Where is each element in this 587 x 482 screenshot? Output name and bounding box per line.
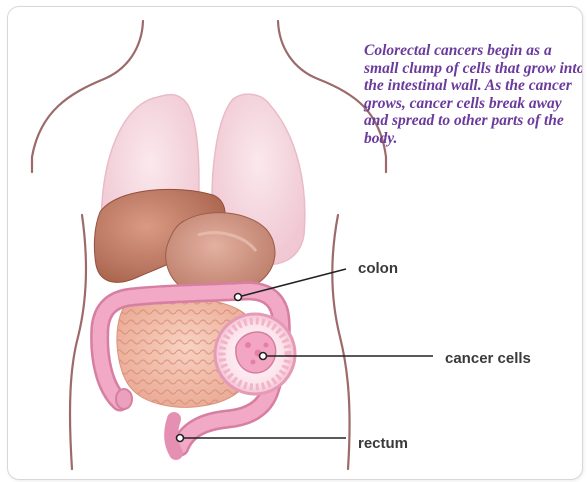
torso-left-line [70, 215, 86, 469]
colon-leader-dot [235, 294, 242, 301]
caption-text: Colorectal cancers begin as a small clum… [364, 42, 583, 147]
rectum-shape [171, 419, 176, 453]
rectum-leader-dot [177, 435, 184, 442]
appendix [116, 389, 132, 409]
tumor-magnifier [215, 314, 295, 394]
rectum-label: rectum [358, 435, 408, 452]
cancer-cells-leader-dot [260, 353, 267, 360]
torso-right-line [332, 215, 349, 469]
cancer-cells-label: cancer cells [445, 350, 531, 367]
colon-label: colon [358, 260, 398, 277]
diagram-card: Colorectal cancers begin as a small clum… [7, 6, 583, 480]
